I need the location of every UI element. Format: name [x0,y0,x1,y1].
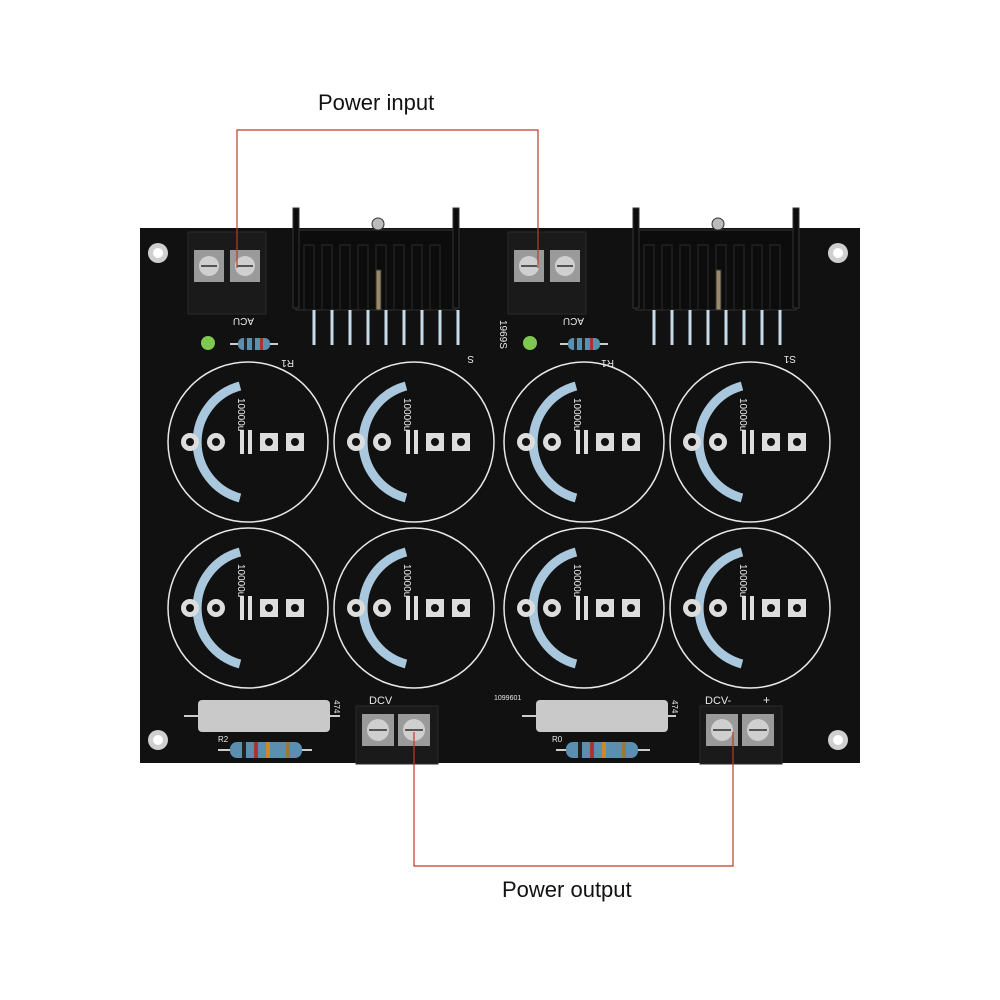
cap-value: 10000u [571,398,582,431]
cap-value: 10000u [401,398,412,431]
callout-lines [236,129,734,867]
silk-r1-left: R1 [281,357,294,368]
resistor-r1-left [230,338,278,350]
silk-474-right: 474 [670,700,679,714]
input-callout-line [236,129,539,268]
silk-r0: R0 [552,735,563,744]
heatsink-right [632,207,800,311]
silk-date-code: 1099601 [494,695,521,702]
led-left [201,336,215,350]
cap-value: 10000u [737,398,748,431]
cap-value-labels: 10000u 10000u 10000u 10000u 10000u 10000… [235,398,748,597]
cap-value: 10000u [571,564,582,597]
silk-s-left: S [467,353,474,364]
mounting-holes [148,243,848,750]
silk-dcv-left: DCV [369,695,393,707]
resistor-r1-right [560,338,608,350]
input-terminal-right [507,231,587,315]
silk-acu-right: ACU [563,315,584,326]
silk-acu-left: ACU [233,315,254,326]
silk-r1-right: R1 [601,357,614,368]
silk-dcv-right: DCV- [705,695,732,707]
led-right [523,336,537,350]
power-input-label: Power input [318,90,435,115]
capacitor-footprints [167,361,831,689]
ceramic-resistor-right [522,700,676,732]
rectifier-legs [312,310,782,345]
silk-board-id: 1969S [497,320,508,349]
silk-plus: + [763,693,770,707]
cap-value: 10000u [235,398,246,431]
silk-r2: R2 [218,735,229,744]
ceramic-resistor-left [184,700,340,732]
heatsink-left [292,207,460,311]
silk-s-right: S1 [783,353,796,364]
silk-474-left: 474 [332,700,341,714]
output-callout-line [413,732,734,867]
cap-value: 10000u [737,564,748,597]
input-terminal-left [187,231,267,315]
bleeder-resistor-right [556,742,650,758]
output-terminal-left [355,705,439,765]
output-terminal-right [699,705,783,765]
cap-value: 10000u [401,564,412,597]
bleeder-resistor-left [218,742,312,758]
cap-value: 10000u [235,564,246,597]
capacitor-pads [181,430,806,620]
power-output-label: Power output [502,877,632,902]
